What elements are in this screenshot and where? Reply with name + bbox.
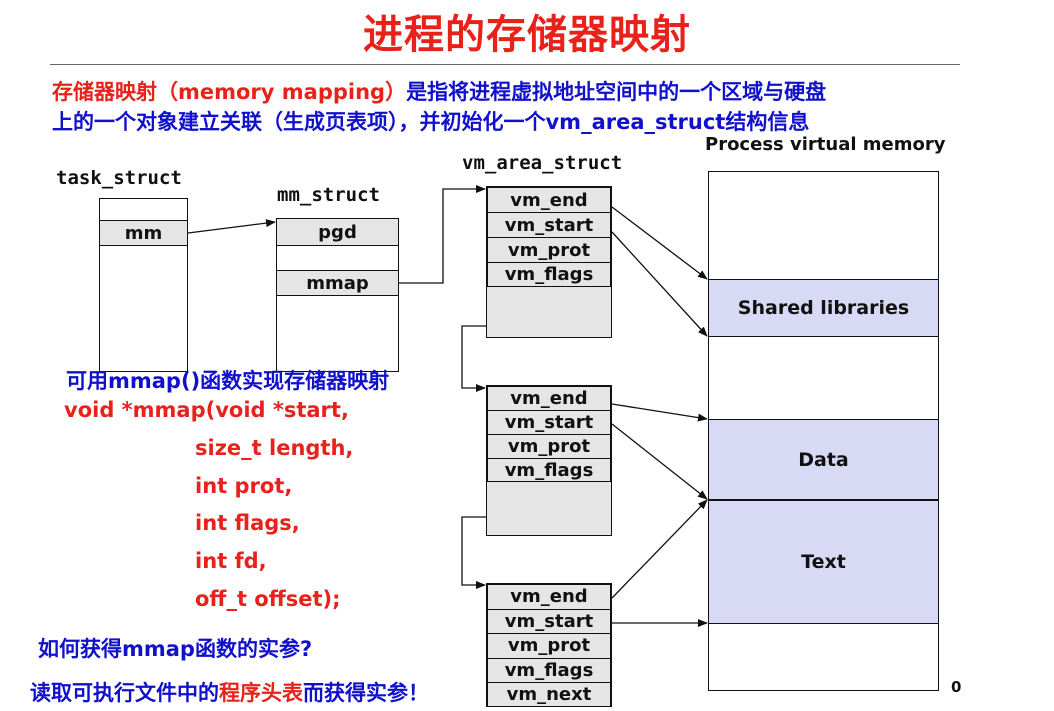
region-shared-libraries: Shared libraries bbox=[708, 279, 939, 337]
vm-area-block-1: vm_end vm_start vm_prot vm_flags bbox=[486, 186, 612, 338]
answer-part-1: 读取可执行文件中的 bbox=[30, 681, 219, 705]
vm-end-field: vm_end bbox=[487, 584, 611, 609]
vm-area-block-3: vm_end vm_start vm_prot vm_flags vm_next bbox=[486, 583, 612, 707]
page-title: 进程的存储器映射 bbox=[363, 12, 691, 58]
mmap-param-offset: off_t offset); bbox=[195, 587, 341, 611]
vm-flags-field: vm_flags bbox=[487, 262, 611, 287]
vm-area-struct-label: vm_area_struct bbox=[462, 152, 623, 174]
mm-to-mm-struct-arrow bbox=[187, 219, 276, 234]
vm-next-link-2 bbox=[461, 516, 486, 589]
vm1-end-arrow bbox=[611, 206, 708, 280]
vm2-end-arrow bbox=[611, 403, 708, 422]
answer-part-3: 而获得实参！ bbox=[303, 681, 429, 705]
mmap-note-heading: 可用mmap()函数实现存储器映射 bbox=[66, 369, 390, 393]
mm-struct-pgd-field: pgd bbox=[276, 218, 399, 246]
mmap-param-fd: int fd, bbox=[195, 549, 267, 573]
task-struct-mm-field: mm bbox=[99, 220, 188, 246]
mmap-signature-line-1: void *mmap(void *start, bbox=[64, 398, 349, 422]
address-zero-label: 0 bbox=[951, 678, 962, 696]
answer-text: 读取可执行文件中的程序头表而获得实参！ bbox=[30, 677, 429, 707]
vm-next-link-1 bbox=[461, 325, 486, 392]
vm-flags-field: vm_flags bbox=[487, 657, 611, 682]
vm2-start-arrow bbox=[611, 423, 708, 500]
vm-start-field: vm_start bbox=[487, 212, 611, 237]
vm-area-block-2: vm_end vm_start vm_prot vm_flags bbox=[486, 385, 612, 536]
vm-flags-field: vm_flags bbox=[487, 458, 611, 482]
vm-prot-field: vm_prot bbox=[487, 434, 611, 458]
intro-definition: 是指将进程虚拟地址空间中的一个区域与硬盘 bbox=[406, 80, 827, 104]
mmap-param-length: size_t length, bbox=[195, 436, 354, 460]
vm3-end-arrow bbox=[611, 499, 708, 599]
intro-term: 存储器映射（memory mapping） bbox=[52, 80, 407, 104]
region-data: Data bbox=[708, 419, 939, 500]
vm-prot-field: vm_prot bbox=[487, 633, 611, 658]
process-memory-label: Process virtual memory bbox=[705, 134, 946, 155]
vm-start-field: vm_start bbox=[487, 410, 611, 434]
vm-end-field: vm_end bbox=[487, 386, 611, 410]
vm-end-field: vm_end bbox=[487, 187, 611, 212]
intro-line-1: 存储器映射（memory mapping）是指将进程虚拟地址空间中的一个区域与硬… bbox=[52, 76, 826, 106]
mmap-param-prot: int prot, bbox=[195, 474, 293, 498]
mmap-param-flags: int flags, bbox=[195, 511, 300, 535]
title-divider bbox=[50, 64, 960, 65]
vm1-start-arrow bbox=[611, 231, 708, 337]
intro-line-2: 上的一个对象建立关联（生成页表项），并初始化一个vm_area_struct结构… bbox=[52, 110, 810, 134]
mmap-to-vm-area-arrow bbox=[399, 185, 486, 284]
region-text: Text bbox=[708, 500, 939, 624]
vm-next-field: vm_next bbox=[487, 682, 611, 706]
mm-struct-label: mm_struct bbox=[277, 184, 380, 206]
vm-start-field: vm_start bbox=[487, 608, 611, 633]
task-struct-label: task_struct bbox=[56, 167, 182, 189]
vm-prot-field: vm_prot bbox=[487, 237, 611, 262]
answer-highlight: 程序头表 bbox=[219, 681, 303, 705]
question-text: 如何获得mmap函数的实参? bbox=[38, 637, 313, 661]
mm-struct-mmap-field: mmap bbox=[276, 270, 399, 296]
